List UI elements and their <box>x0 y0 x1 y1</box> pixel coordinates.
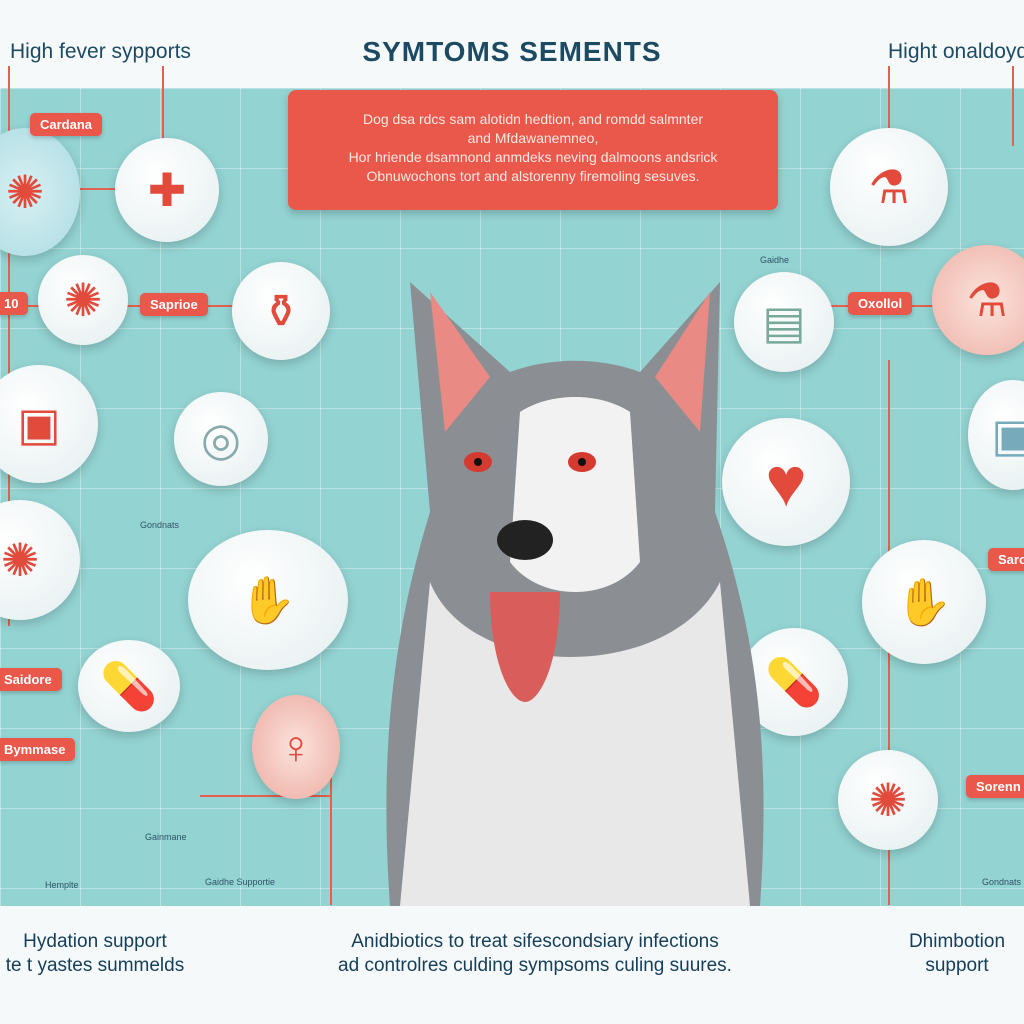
tag-label: Saprioe <box>140 293 208 316</box>
medicine-bottle-circle: ⚗ <box>830 128 948 246</box>
footer-center: Anidbiotics to treat sifescondsiary infe… <box>300 930 770 978</box>
small-label: Hemplte <box>45 880 79 890</box>
documents-circle: ▤ <box>734 272 834 372</box>
banner-line: and Mfdawanemneo, <box>467 130 599 146</box>
connector-line <box>1012 66 1014 146</box>
footer-center-line: ad controlres culding sympsoms culing su… <box>338 955 732 976</box>
footer-right: Dhimbotion support <box>890 930 1024 978</box>
injection-hand-icon: ✋ <box>239 573 297 626</box>
banner-line: Dog dsa rdcs sam alotidn hedtion, and ro… <box>362 111 704 127</box>
page-title: SYMTOMS SEMENTS <box>362 36 662 67</box>
banner-line: Obnuwochons tort and alstorenny firemoli… <box>366 168 700 184</box>
uterus-icon: ♀ <box>278 721 314 773</box>
heart-rate-circle: ♥ <box>722 418 850 546</box>
banner-line: Hor hriende dsamnond anmdeks neving dalm… <box>348 149 718 165</box>
tag-label: Saro <box>988 548 1024 571</box>
virus-icon: ✺ <box>63 274 103 326</box>
footer-left-line: te t yastes summelds <box>5 955 185 976</box>
medicine-jar-circle: ⚱ <box>232 262 330 360</box>
virus-icon: ✺ <box>868 774 908 826</box>
footer-right-line: Dhimbotion <box>908 931 1006 952</box>
stethoscope-icon: ◎ <box>200 413 242 465</box>
small-label: Gaidhe <box>760 255 790 265</box>
connector-line <box>200 795 330 797</box>
connector-line <box>80 188 140 190</box>
bottles-circle: ⚗ <box>932 245 1024 355</box>
virus-icon: ✺ <box>0 534 40 586</box>
connector-line <box>162 66 164 138</box>
virus-circle: ✺ <box>38 255 128 345</box>
tag-label: Cardana <box>30 113 103 136</box>
left-heading: High fever sypports <box>10 40 191 63</box>
injection-circle: ✋ <box>188 530 348 670</box>
footer-left: Hydation support te t yastes summelds <box>0 930 190 978</box>
tag-label: Saidore <box>0 668 62 691</box>
pills-circle: 💊 <box>78 640 180 732</box>
husky-illustration <box>386 282 764 906</box>
tag-label: Sorenn <box>966 775 1024 798</box>
summary-banner: Dog dsa rdcs sam alotidn hedtion, and ro… <box>288 90 778 210</box>
connector-line <box>330 775 332 905</box>
small-label: Gondnats <box>140 520 180 530</box>
medicine-bottle-icon: ⚗ <box>868 161 910 213</box>
footer-right-line: support <box>925 955 989 976</box>
first-aid-icon: ✚ <box>147 164 187 216</box>
medicine-box-icon: ▣ <box>17 398 61 450</box>
medicine-bottles-icon: ⚗ <box>966 274 1008 326</box>
virus-icon: ✺ <box>5 166 45 218</box>
right-heading: Hight onaldoyd <box>888 40 1024 63</box>
capsule-hand-circle: ✋ <box>862 540 986 664</box>
virus-circle: ✺ <box>838 750 938 850</box>
capsules-icon: 💊 <box>765 655 823 708</box>
stethoscope-circle: ◎ <box>174 392 268 486</box>
connector-line <box>8 66 10 626</box>
medical-kit-icon: ▣ <box>991 409 1024 461</box>
medicine-jar-icon: ⚱ <box>261 285 301 337</box>
tag-label: 10 <box>0 292 29 315</box>
tag-label: Oxollol <box>848 292 913 315</box>
footer-center-line: Anidbiotics to treat sifescondsiary infe… <box>351 931 719 952</box>
small-label: Gainmane <box>145 832 187 842</box>
small-label: Gondnats <box>982 877 1022 887</box>
medical-documents-icon: ▤ <box>762 296 806 348</box>
small-label: Gaidhe Supportie <box>205 877 276 887</box>
heart-rate-icon: ♥ <box>765 443 807 521</box>
footer-left-line: Hydation support <box>23 931 167 952</box>
first-aid-circle: ✚ <box>115 138 219 242</box>
uterus-circle: ♀ <box>252 695 340 799</box>
connector-line <box>888 66 890 136</box>
tag-label: Bymmase <box>0 738 76 761</box>
capsule-hand-icon: ✋ <box>895 575 953 628</box>
pills-icon: 💊 <box>100 659 158 712</box>
medicine-box-circle: ▣ <box>0 365 98 483</box>
